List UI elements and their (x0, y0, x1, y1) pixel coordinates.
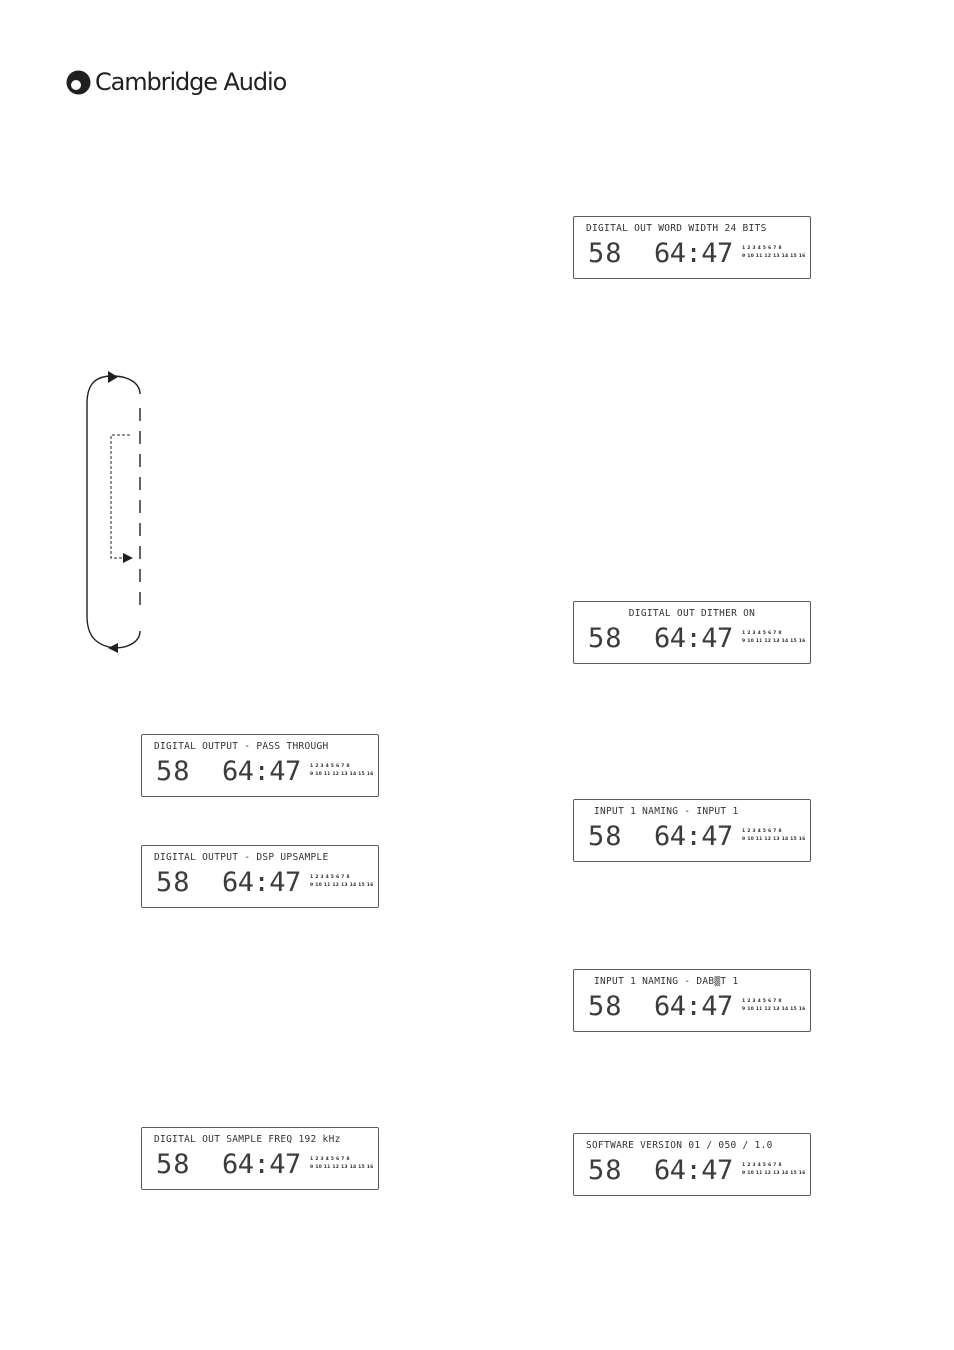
lcd-display-sample-freq: DIGITAL OUT SAMPLE FREQ 192 kHz 58 64:47… (141, 1127, 379, 1190)
time-readout: 64:47 (222, 867, 301, 898)
track-number: 58 (156, 1149, 191, 1180)
lcd-display-pass-through: DIGITAL OUTPUT - PASS THROUGH 58 64:47 1… (141, 734, 379, 797)
display-text: DIGITAL OUTPUT - DSP UPSAMPLE (154, 852, 329, 863)
display-text: DIGITAL OUT DITHER ON (628, 608, 756, 619)
brand-name: Cambridge Audio (95, 68, 287, 96)
time-readout: 64:47 (222, 756, 301, 787)
display-text: DIGITAL OUTPUT - PASS THROUGH (154, 741, 329, 752)
display-text: DIGITAL OUT SAMPLE FREQ 192 kHz (154, 1134, 341, 1145)
time-readout: 64:47 (654, 1155, 733, 1186)
track-grid: 1 2 3 4 5 6 7 8 9 10 11 12 13 14 15 16 (742, 246, 806, 259)
track-number: 58 (156, 756, 191, 787)
display-text: INPUT 1 NAMING - DAB▒T 1 (594, 976, 739, 987)
time-readout: 64:47 (654, 821, 733, 852)
arrow-left-icon (108, 643, 118, 653)
arrow-right-icon (108, 371, 118, 383)
lcd-display-word-width: DIGITAL OUT WORD WIDTH 24 BITS 58 64:47 … (573, 216, 811, 279)
display-text: DIGITAL OUT WORD WIDTH 24 BITS (586, 223, 767, 234)
time-readout: 64:47 (654, 238, 733, 269)
brand-logo: Cambridge Audio (66, 66, 287, 98)
cambridge-audio-logo-icon (66, 70, 91, 95)
arrow-right-icon (123, 553, 133, 563)
lcd-display-software-version: SOFTWARE VERSION 01 / 050 / 1.0 58 64:47… (573, 1133, 811, 1196)
menu-cycle-diagram (86, 371, 141, 653)
display-text: SOFTWARE VERSION 01 / 050 / 1.0 (586, 1140, 773, 1151)
track-grid: 1 2 3 4 5 6 7 8 9 10 11 12 13 14 15 16 (742, 631, 806, 644)
track-number: 58 (588, 821, 623, 852)
lcd-display-input-naming-1: INPUT 1 NAMING - INPUT 1 58 64:47 1 2 3 … (573, 799, 811, 862)
time-readout: 64:47 (222, 1149, 301, 1180)
track-grid: 1 2 3 4 5 6 7 8 9 10 11 12 13 14 15 16 (310, 875, 374, 888)
display-text: INPUT 1 NAMING - INPUT 1 (594, 806, 739, 817)
track-grid: 1 2 3 4 5 6 7 8 9 10 11 12 13 14 15 16 (310, 764, 374, 777)
track-grid: 1 2 3 4 5 6 7 8 9 10 11 12 13 14 15 16 (742, 829, 806, 842)
lcd-display-dsp-upsample: DIGITAL OUTPUT - DSP UPSAMPLE 58 64:47 1… (141, 845, 379, 908)
lcd-display-dither: DIGITAL OUT DITHER ON 58 64:47 1 2 3 4 5… (573, 601, 811, 664)
track-number: 58 (156, 867, 191, 898)
track-number: 58 (588, 623, 623, 654)
track-number: 58 (588, 1155, 623, 1186)
track-number: 58 (588, 238, 623, 269)
track-grid: 1 2 3 4 5 6 7 8 9 10 11 12 13 14 15 16 (742, 999, 806, 1012)
track-grid: 1 2 3 4 5 6 7 8 9 10 11 12 13 14 15 16 (742, 1163, 806, 1176)
lcd-display-input-naming-2: INPUT 1 NAMING - DAB▒T 1 58 64:47 1 2 3 … (573, 969, 811, 1032)
time-readout: 64:47 (654, 623, 733, 654)
track-grid: 1 2 3 4 5 6 7 8 9 10 11 12 13 14 15 16 (310, 1157, 374, 1170)
time-readout: 64:47 (654, 991, 733, 1022)
track-number: 58 (588, 991, 623, 1022)
